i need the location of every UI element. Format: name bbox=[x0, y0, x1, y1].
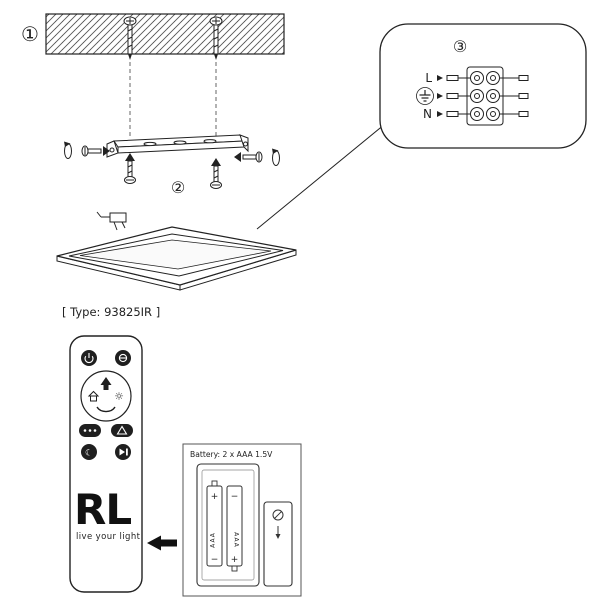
battery-compartment-diagram: Battery: 2 x AAA 1.5V + AAA − − AAA + bbox=[182, 443, 302, 597]
live-label: L bbox=[425, 71, 432, 85]
battery-aaa-left: + AAA − bbox=[206, 480, 223, 567]
neutral-label: N bbox=[423, 107, 432, 121]
night-mode-button: ☾ bbox=[81, 444, 97, 460]
plus-mark: + bbox=[211, 492, 219, 502]
power-on-button bbox=[81, 350, 97, 366]
mounting-bracket bbox=[106, 134, 249, 158]
power-icon bbox=[84, 353, 94, 364]
power-off-button bbox=[115, 350, 131, 366]
callout-leader-line bbox=[256, 123, 386, 230]
arrow-up-icon bbox=[100, 377, 112, 390]
bracket-fixing-screw-right bbox=[210, 158, 222, 189]
earth-ground-icon bbox=[416, 87, 434, 105]
battery-cover bbox=[263, 501, 293, 587]
remote-control: ☼ ☾ RL live your light bbox=[69, 335, 143, 593]
step-1-label: ① bbox=[21, 22, 39, 46]
ceiling-section: ① bbox=[21, 13, 285, 55]
plus-mark: + bbox=[231, 555, 239, 565]
dpad: ☼ bbox=[80, 370, 132, 422]
dim-curve-icon bbox=[96, 406, 116, 413]
brand-logo: RL bbox=[74, 485, 131, 534]
screw-icon bbox=[123, 16, 137, 60]
aaa-mark: AAA bbox=[210, 532, 217, 548]
minus-mark: − bbox=[231, 492, 239, 502]
mode-triangle-button bbox=[111, 424, 133, 437]
moon-icon: ☾ bbox=[85, 449, 93, 459]
step-2-label: ② bbox=[171, 178, 185, 197]
wire-row-neutral: N bbox=[423, 107, 529, 121]
aaa-mark: AAA bbox=[233, 532, 240, 548]
driver-connector bbox=[96, 211, 127, 231]
step-3-label: ③ bbox=[453, 37, 467, 56]
wiring-callout: ③ L bbox=[256, 23, 587, 230]
bracket-side-screw-left bbox=[64, 141, 110, 159]
minus-mark: − bbox=[211, 555, 219, 565]
wire-row-earth bbox=[416, 87, 529, 105]
standby-icon bbox=[118, 353, 128, 363]
ceiling-anchor-screws bbox=[123, 16, 223, 60]
led-panel bbox=[56, 226, 297, 291]
type-label: [ Type: 93825IR ] bbox=[62, 305, 160, 319]
brand-tagline: live your light bbox=[76, 532, 141, 542]
sun-icon: ☼ bbox=[114, 390, 124, 403]
battery-aaa-right: − AAA + bbox=[226, 485, 243, 572]
insert-direction-arrow-icon bbox=[147, 535, 177, 551]
bracket-fixing-screw-left bbox=[124, 153, 136, 184]
ceiling-hatch bbox=[45, 13, 285, 55]
wire-row-live: L bbox=[425, 71, 529, 85]
house-icon bbox=[87, 390, 100, 402]
battery-label: Battery: 2 x AAA 1.5V bbox=[190, 450, 273, 459]
screw-icon bbox=[209, 16, 223, 60]
color-dots-icon bbox=[83, 429, 97, 432]
play-pause-icon bbox=[119, 448, 128, 456]
color-mode-button bbox=[79, 424, 101, 437]
alignment-guides bbox=[129, 62, 217, 142]
play-pause-button bbox=[115, 444, 131, 460]
triangle-icon bbox=[116, 425, 128, 435]
bracket-side-screw-right bbox=[234, 148, 280, 166]
